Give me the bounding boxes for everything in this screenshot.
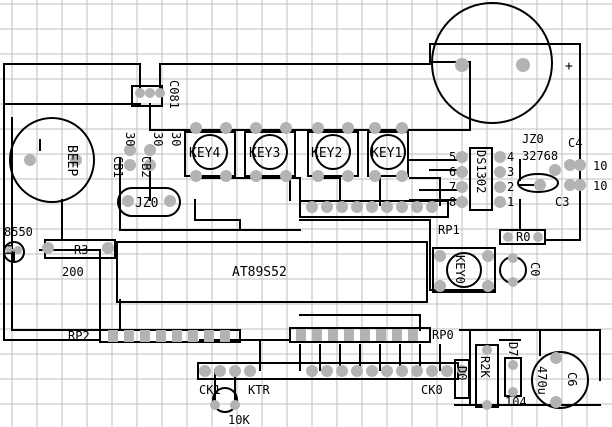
key4-button xyxy=(192,134,228,170)
solder-pads xyxy=(6,58,586,410)
r3-value: 200 xyxy=(62,265,84,279)
ck1-label: CK1 xyxy=(199,383,221,397)
key3-button xyxy=(252,134,288,170)
key3-body xyxy=(244,131,296,177)
key2-body xyxy=(307,131,359,177)
d0-label: D0 xyxy=(455,366,469,380)
c3-value: 10 xyxy=(593,179,607,193)
key2-label: KEY2 xyxy=(311,146,342,161)
c104-label: 104 xyxy=(505,395,527,409)
key0-body xyxy=(432,247,496,293)
crystal-jz-body xyxy=(117,187,181,217)
key0-label: KEY0 xyxy=(453,255,467,284)
ck0-label: CK0 xyxy=(421,383,443,397)
ds1302-pin-7: 7 xyxy=(449,180,456,194)
rp0-pads xyxy=(296,329,418,341)
cap-30-c: 30 xyxy=(169,132,183,146)
rp0-label: RP0 xyxy=(432,328,454,342)
ds1302-label: DS1302 xyxy=(474,150,488,193)
r0-label: R0 xyxy=(516,230,530,244)
beep-label: BEEP xyxy=(64,145,79,176)
mcu-top-pads xyxy=(306,201,438,213)
rp0-body xyxy=(289,327,431,343)
ds1302-pin-3: 3 xyxy=(507,165,514,179)
battery-body xyxy=(431,2,553,124)
ds1302-body xyxy=(469,147,493,211)
transistor-part-label: 8550 xyxy=(4,225,33,239)
r0-body xyxy=(499,229,546,245)
ds1302-pin-5: 5 xyxy=(449,150,456,164)
ds1302-pin-6: 6 xyxy=(449,165,456,179)
c3-label: C3 xyxy=(555,195,569,209)
ck-header-pads xyxy=(199,365,453,377)
key1-label: KEY1 xyxy=(371,146,402,161)
ds1302-pin-1: 1 xyxy=(507,195,514,209)
rp2-body xyxy=(99,329,241,343)
misc-pads xyxy=(6,58,586,410)
c4-label: C4 xyxy=(568,136,582,150)
d7-label: D7 xyxy=(506,342,520,356)
ds1302-pin-8: 8 xyxy=(449,195,456,209)
d0-body xyxy=(454,359,470,399)
transistor-body xyxy=(3,241,25,263)
mcu-label: AT89S52 xyxy=(232,265,287,280)
ds1302-pin-4: 4 xyxy=(507,150,514,164)
c6-body xyxy=(531,351,589,409)
jz-right-label: JZ0 xyxy=(522,132,544,146)
cb1-label: CB1 xyxy=(111,156,125,178)
battery-plus-mark: + xyxy=(565,59,573,74)
jz-crystal-label: JZ0 xyxy=(135,196,158,211)
key4-label: KEY4 xyxy=(189,146,220,161)
key4-body xyxy=(184,131,236,177)
c0-label: C0 xyxy=(528,262,542,276)
copper-traces xyxy=(3,43,601,406)
key1-button xyxy=(370,134,406,170)
key2-button xyxy=(315,134,351,170)
c081-label: C081 xyxy=(167,80,181,109)
c6-value: 470u xyxy=(535,366,549,395)
rp2-pads xyxy=(108,330,230,342)
mcu-body xyxy=(116,241,428,303)
key-pads xyxy=(190,122,408,182)
crystal-32768-body xyxy=(517,173,559,193)
r3-label: R3 xyxy=(74,243,88,257)
silkscreen-labels: BEEP CB1 CB2 30 30 30 C081 JZ0 8550 T1 R… xyxy=(1,59,607,427)
beep-body xyxy=(9,117,95,203)
rp2-label: RP2 xyxy=(68,329,90,343)
ds1302-pads xyxy=(456,151,506,208)
c4-value: 10 xyxy=(593,159,607,173)
key3-label: KEY3 xyxy=(249,146,280,161)
c6-label: C6 xyxy=(565,372,579,386)
cap-30-a: 30 xyxy=(123,132,137,146)
ds1302-pin-2: 2 xyxy=(507,180,514,194)
pot-10k-body xyxy=(212,387,238,413)
cap-30-b: 30 xyxy=(151,132,165,146)
r2k-label: R2K xyxy=(478,356,492,378)
transistor-ref-label: T1 xyxy=(1,242,15,256)
key1-body xyxy=(367,131,409,177)
key0-button xyxy=(446,252,482,288)
rp1-body xyxy=(299,200,449,218)
cb2-label: CB2 xyxy=(139,156,153,178)
ktr-label: KTR xyxy=(248,383,270,397)
rp1-label: RP1 xyxy=(438,223,460,237)
r10k-label: 10K xyxy=(228,413,250,427)
crystal-32768-label: 32768 xyxy=(522,149,558,163)
